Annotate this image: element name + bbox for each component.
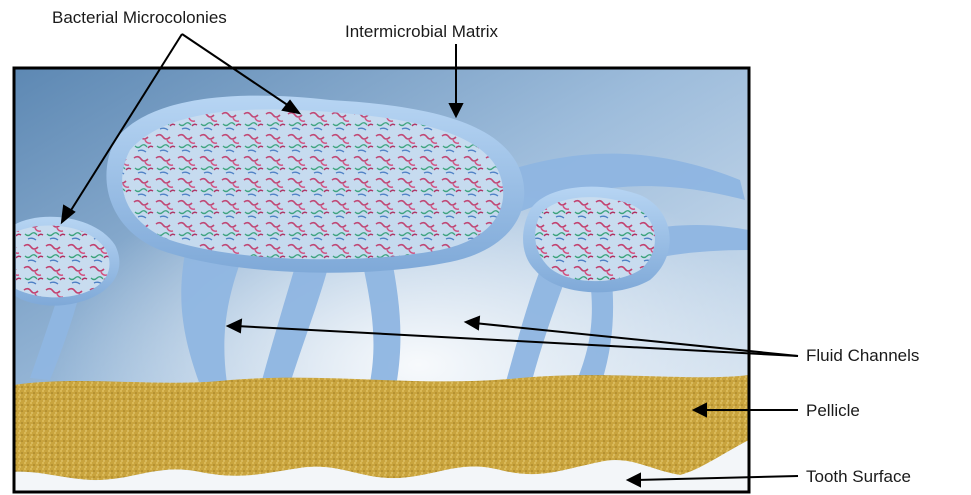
label-bacterial-microcolonies: Bacterial Microcolonies	[52, 8, 227, 28]
bacterial-microcolony-right	[535, 197, 655, 281]
label-intermicrobial-matrix: Intermicrobial Matrix	[345, 22, 498, 42]
matrix-body-main	[106, 96, 524, 273]
label-tooth-surface: Tooth Surface	[806, 467, 911, 487]
biofilm-scene	[14, 68, 749, 492]
label-pellicle: Pellicle	[806, 401, 860, 421]
matrix-body-right	[523, 187, 670, 293]
label-fluid-channels: Fluid Channels	[806, 346, 919, 366]
